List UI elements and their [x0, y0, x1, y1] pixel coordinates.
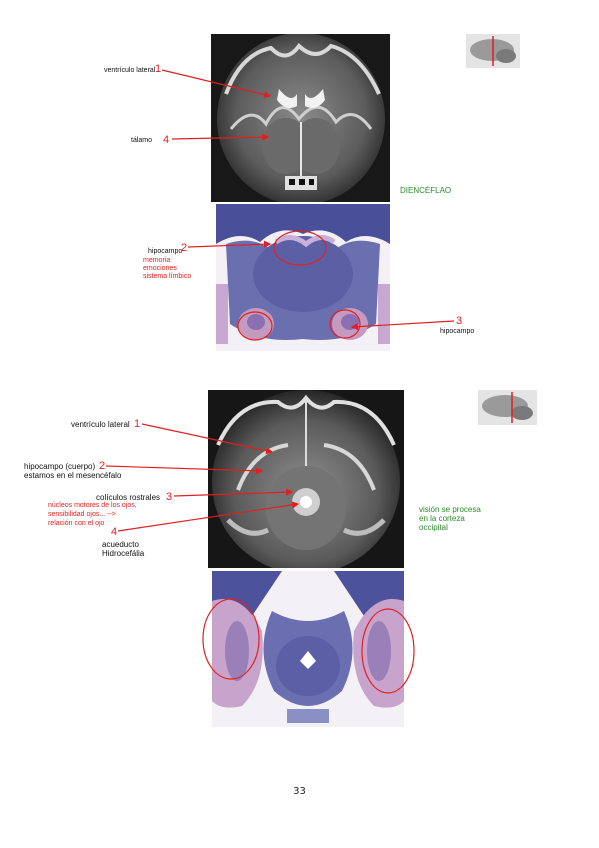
note-occipital: occipital	[419, 523, 448, 532]
label-acueducto: acueducto	[102, 540, 139, 549]
number-3-top: 3	[456, 315, 463, 327]
note-vision-procesa: visión se procesa	[419, 505, 481, 514]
number-3-bottom: 3	[166, 491, 173, 503]
histology-section-image-bottom	[212, 571, 404, 727]
note-sensibilidad-ojos: sensibilidad ojos... -->	[48, 511, 116, 518]
note-diencefalo: DIENCÉFLAO	[400, 186, 452, 195]
label-ventriculo-lateral-bottom: ventrículo lateral	[71, 420, 130, 429]
label-hidrocefalia: Hidrocefália	[102, 549, 145, 558]
mri-coronal-image-bottom	[208, 390, 404, 568]
note-en-la-corteza: en la corteza	[419, 514, 465, 523]
label-hipocampo-cuerpo: hipocampo (cuerpo)	[24, 462, 96, 471]
number-4-top: 4	[163, 134, 170, 146]
label-hipocampo-left: hipocampo	[148, 248, 183, 255]
label-hipocampo-right: hipocampo	[440, 328, 475, 335]
label-ventriculo-lateral-top: ventrículo lateral	[104, 67, 156, 74]
number-1-top: 1	[155, 63, 162, 75]
label-estamos-mesencefalo: estamos en el mesencéfalo	[24, 471, 122, 480]
sagittal-thumbnail-bottom	[478, 390, 537, 425]
mri-coronal-image-top	[211, 34, 390, 202]
note-nucleos-motores: núcleos motores de los ojos,	[48, 502, 137, 509]
note-relacion-ojo: relación con el ojo	[48, 520, 105, 527]
label-talamo: tálamo	[131, 137, 153, 144]
number-4-bottom: 4	[111, 526, 118, 538]
note-emociones: emociones	[143, 265, 177, 272]
number-2-bottom: 2	[99, 460, 106, 472]
sagittal-thumbnail-top	[466, 34, 520, 68]
number-1-bottom: 1	[134, 418, 141, 430]
label-coliculos-rostrales: colículos rostrales	[96, 493, 161, 502]
note-memoria: memoria	[143, 257, 171, 264]
number-2-top: 2	[181, 242, 188, 254]
note-sistema-limbico: sistema límbico	[143, 273, 192, 280]
histology-section-image-top	[216, 204, 390, 351]
page-number: 33	[293, 786, 306, 797]
